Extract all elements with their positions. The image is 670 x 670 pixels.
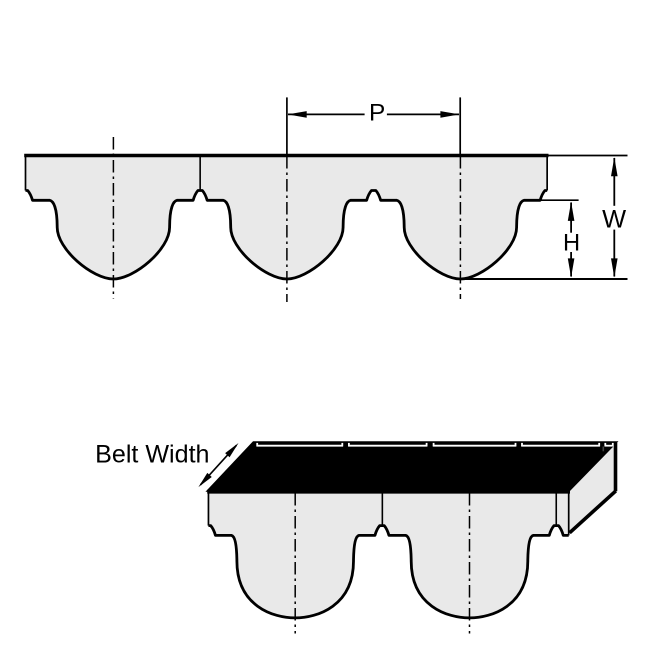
svg-text:H: H — [563, 231, 580, 257]
svg-text:P: P — [369, 100, 385, 127]
svg-text:Belt Width: Belt Width — [95, 441, 209, 469]
svg-text:W: W — [602, 205, 626, 233]
